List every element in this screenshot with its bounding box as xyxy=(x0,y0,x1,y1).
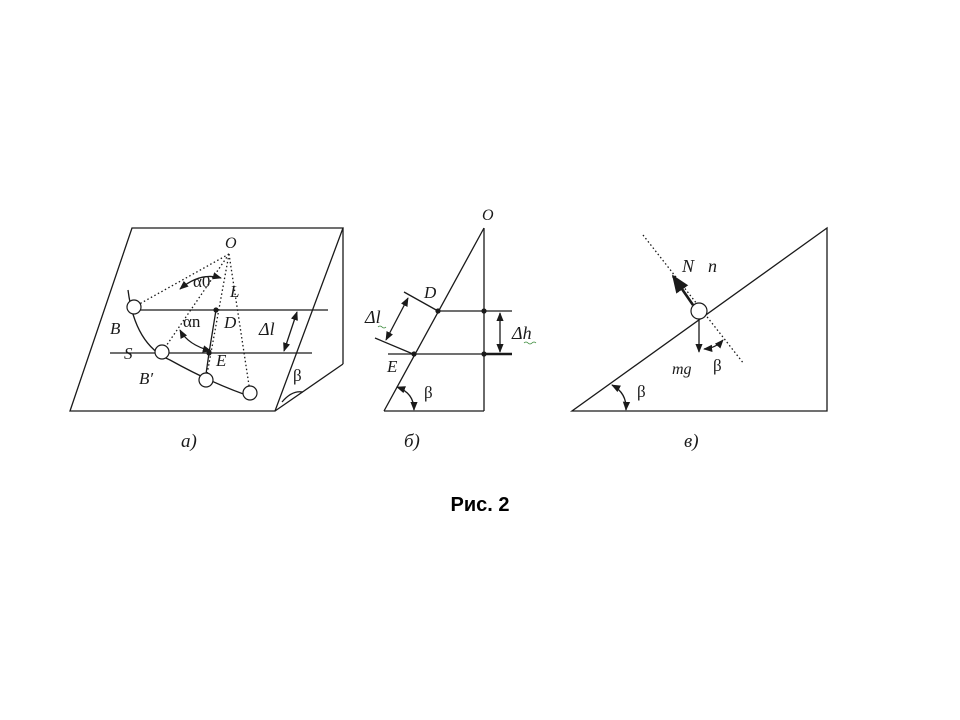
label-delta-h-b: Δh xyxy=(511,323,532,343)
label-alphan-a: αn xyxy=(183,312,201,331)
label-alpha0-a: α0 xyxy=(193,272,210,291)
label-d-a: D xyxy=(223,313,237,332)
line-e-ball xyxy=(205,352,210,375)
caption-c: в) xyxy=(684,431,699,452)
ball-c xyxy=(690,302,708,320)
beta-arc-force xyxy=(703,339,724,352)
label-beta-b: β xyxy=(424,383,433,402)
caption-a: а) xyxy=(181,431,197,452)
point-e xyxy=(206,350,212,356)
point-d xyxy=(213,307,219,313)
label-e-a: E xyxy=(215,351,227,370)
label-beta-force: β xyxy=(713,356,722,375)
label-e-b: E xyxy=(386,357,398,376)
label-l-a: L xyxy=(229,282,239,301)
plane-base-edge xyxy=(274,363,344,412)
label-bprime-a: B′ xyxy=(139,369,153,388)
ball-l xyxy=(242,385,258,401)
squiggle-delta-h xyxy=(523,341,537,345)
delta-l-arrow-b xyxy=(385,297,409,341)
triangle-hypotenuse xyxy=(383,227,485,412)
ball-s xyxy=(154,344,170,360)
delta-l-arrow-a xyxy=(283,311,298,352)
string-s xyxy=(161,253,230,353)
point-e-b xyxy=(411,351,417,357)
label-o-b: O xyxy=(482,207,494,224)
trajectory-arc xyxy=(127,289,256,399)
normal-line xyxy=(642,234,745,365)
panel-c: N⃗n mg⃗ β β в) xyxy=(569,226,828,452)
point-d-b-right xyxy=(481,308,487,314)
line-d-e xyxy=(208,309,217,354)
label-d-b: D xyxy=(423,283,437,302)
string-e xyxy=(205,253,230,381)
beta-arc-a xyxy=(281,391,304,403)
label-mg: mg⃗ xyxy=(672,361,704,378)
label-normal-force: N⃗n xyxy=(681,256,717,276)
alpha0-arc xyxy=(179,272,222,290)
label-beta-a: β xyxy=(293,366,302,385)
label-o-a: O xyxy=(225,235,237,252)
squiggle-delta-l xyxy=(377,325,387,329)
ball-b xyxy=(126,299,142,315)
label-s-a: S xyxy=(124,344,133,363)
point-d-b xyxy=(435,308,441,314)
label-b-a: B xyxy=(110,319,121,338)
string-l xyxy=(228,253,251,393)
label-delta-l-a: Δl xyxy=(258,319,275,339)
label-beta-slope: β xyxy=(637,382,646,401)
panel-b: O D E Δl Δh β б) xyxy=(364,207,537,452)
tick-e-b xyxy=(374,337,414,355)
alphan-arc xyxy=(179,329,212,353)
point-e-b-right xyxy=(481,351,487,357)
ball-e xyxy=(198,372,214,388)
string-b xyxy=(133,253,230,308)
figure-caption: Рис. 2 xyxy=(450,494,510,516)
beta-arc-slope xyxy=(611,384,631,411)
beta-arc-b xyxy=(396,386,418,411)
tick-d-b xyxy=(403,291,439,312)
normal-force-arrow xyxy=(671,274,695,306)
caption-b: б) xyxy=(404,431,420,452)
panel-a: O L B S B′ D E α0 αn Δl β а) xyxy=(69,227,344,452)
label-delta-l-b: Δl xyxy=(364,307,381,327)
